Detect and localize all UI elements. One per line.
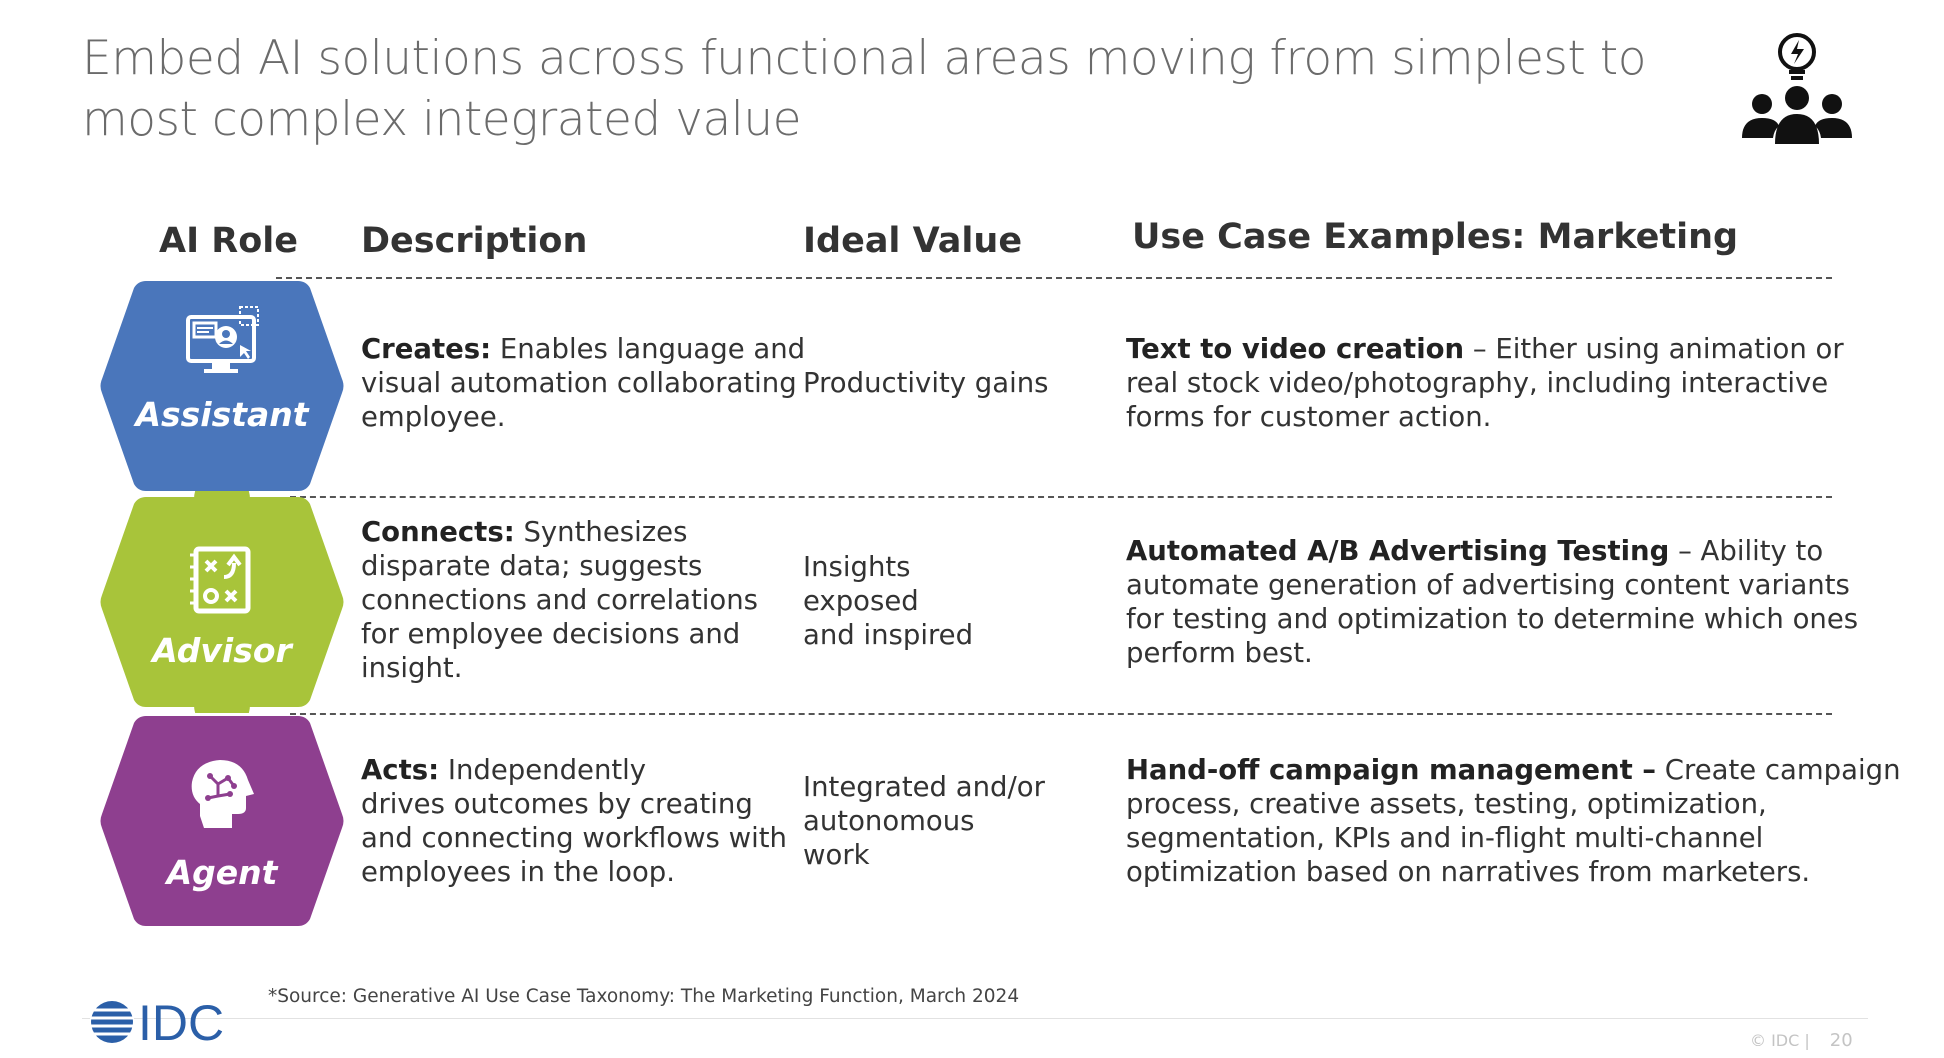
- use-case-line: – Ability to: [1678, 535, 1824, 567]
- ideal-value-advisor: Insights exposed and inspired: [803, 550, 973, 652]
- description-line: for employee decisions and: [361, 618, 741, 650]
- use-case-line: for testing and optimization to determin…: [1126, 603, 1859, 635]
- role-hexagon-agent: Agent: [98, 710, 346, 932]
- use-case-advisor: Automated A/B Advertising Testing – Abil…: [1126, 534, 1858, 670]
- ideal-value-line: work: [803, 839, 870, 871]
- row-divider: [290, 496, 1832, 498]
- description-line: employees in the loop.: [361, 856, 675, 888]
- brain-head-icon: [182, 754, 262, 834]
- description-line: disparate data; suggests: [361, 550, 703, 582]
- source-note: *Source: Generative AI Use Case Taxonomy…: [268, 986, 1020, 1007]
- description-line: Independently: [447, 754, 647, 786]
- role-label-advisor: Advisor: [152, 631, 292, 670]
- use-case-line: optimization based on narratives from ma…: [1126, 856, 1811, 888]
- description-line: Synthesizes: [523, 516, 688, 548]
- team-lightbulb-icon: [1738, 30, 1856, 148]
- use-case-lead: Hand-off campaign management –: [1126, 754, 1657, 786]
- description-line: employee.: [361, 401, 506, 433]
- ideal-value-line: Insights: [803, 551, 911, 583]
- use-case-line: Create campaign: [1664, 754, 1901, 786]
- ideal-value-line: autonomous: [803, 805, 975, 837]
- ideal-value-assistant: Productivity gains: [803, 366, 1048, 400]
- use-case-line: automate generation of advertising conte…: [1126, 569, 1850, 601]
- description-lead: Connects:: [361, 516, 515, 548]
- use-case-lead: Automated A/B Advertising Testing: [1126, 535, 1670, 567]
- description-advisor: Connects: Synthesizes disparate data; su…: [361, 515, 758, 685]
- header-description: Description: [361, 221, 588, 261]
- footer-divider: [82, 1018, 1868, 1019]
- page-number: 20: [1829, 1030, 1853, 1051]
- role-label-assistant: Assistant: [135, 395, 309, 434]
- ideal-value-agent: Integrated and/or autonomous work: [803, 770, 1045, 872]
- use-case-line: real stock video/photography, including …: [1126, 367, 1829, 399]
- copyright-text: © IDC |: [1750, 1031, 1810, 1050]
- page-title-line-2: most complex integrated value: [82, 92, 802, 147]
- ideal-value-line: and inspired: [803, 619, 974, 651]
- description-line: drives outcomes by creating: [361, 788, 753, 820]
- use-case-line: – Either using animation or: [1472, 333, 1844, 365]
- row-divider: [290, 713, 1832, 715]
- description-line: and connecting workflows with: [361, 822, 787, 854]
- description-line: Enables language and: [499, 333, 806, 365]
- idc-logo: IDC: [90, 995, 250, 1051]
- use-case-line: process, creative assets, testing, optim…: [1126, 788, 1767, 820]
- description-lead: Acts:: [361, 754, 440, 786]
- page-title-line-1: Embed AI solutions across functional are…: [82, 31, 1646, 86]
- use-case-line: segmentation, KPIs and in-flight multi-c…: [1126, 822, 1764, 854]
- header-ideal-value: Ideal Value: [803, 221, 1023, 261]
- page-title: Embed AI solutions across functional are…: [82, 28, 1646, 150]
- use-case-line: forms for customer action.: [1126, 401, 1492, 433]
- hexagon-shape: [100, 497, 344, 707]
- description-line: insight.: [361, 652, 463, 684]
- role-label-agent: Agent: [166, 853, 278, 892]
- row-divider: [276, 277, 1832, 279]
- use-case-assistant: Text to video creation – Either using an…: [1126, 332, 1844, 434]
- header-ai-role: AI Role: [159, 221, 299, 261]
- description-assistant: Creates: Enables language and visual aut…: [361, 332, 805, 434]
- use-case-lead: Text to video creation: [1126, 333, 1465, 365]
- description-line: connections and correlations: [361, 584, 758, 616]
- strategy-board-icon: [182, 541, 262, 621]
- copyright: © IDC | 20: [1750, 1030, 1853, 1051]
- role-hexagon-assistant: Assistant: [98, 275, 346, 497]
- ideal-value-line: Integrated and/or: [803, 771, 1045, 803]
- description-line: visual automation collaborating: [361, 367, 797, 399]
- header-use-case-examples: Use Case Examples: Marketing: [1132, 217, 1739, 257]
- description-agent: Acts: Independently drives outcomes by c…: [361, 753, 787, 889]
- hexagon-shape: [100, 281, 344, 491]
- idc-logo-text: IDC: [138, 996, 224, 1048]
- use-case-agent: Hand-off campaign management – Create ca…: [1126, 753, 1901, 889]
- ideal-value-line: Productivity gains: [803, 367, 1049, 399]
- use-case-line: perform best.: [1126, 637, 1313, 669]
- role-hexagon-advisor: Advisor: [98, 491, 346, 713]
- monitor-user-icon: [182, 303, 262, 383]
- ideal-value-line: exposed: [803, 585, 919, 617]
- description-lead: Creates:: [361, 333, 492, 365]
